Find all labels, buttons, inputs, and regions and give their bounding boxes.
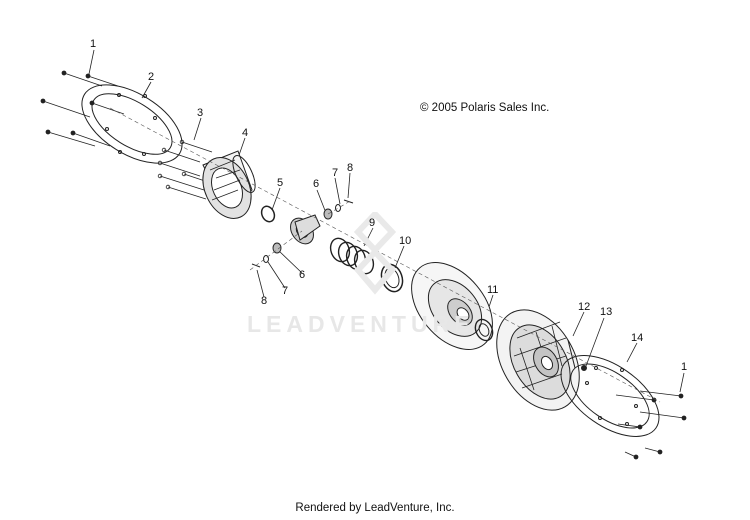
- callout-1-right: 1: [681, 361, 688, 373]
- callout-5: 5: [277, 177, 284, 189]
- copyright-text: © 2005 Polaris Sales Inc.: [420, 102, 550, 114]
- spider-housing: [202, 150, 256, 219]
- lower-roller-washers: [251, 242, 282, 268]
- callout-9: 9: [369, 217, 376, 229]
- spring: [329, 237, 375, 275]
- callout-14: 14: [631, 332, 644, 344]
- right-cover-screws: [615, 390, 687, 460]
- callout-8-lower: 8: [261, 295, 268, 307]
- centerlines: [109, 107, 661, 403]
- callout-7-lower: 7: [282, 285, 289, 297]
- leader-lines: [88, 49, 685, 393]
- callout-8-upper: 8: [347, 162, 354, 174]
- watermark-text: LEADVENTURE: [247, 311, 475, 337]
- right-ring-gasket: [560, 355, 660, 437]
- callout-7-upper: 7: [332, 167, 339, 179]
- washer: [474, 318, 494, 342]
- callout-1-left: 1: [90, 38, 97, 50]
- footer-credit: Rendered by LeadVenture, Inc.: [295, 502, 455, 514]
- callout-11: 11: [487, 284, 499, 296]
- callout-12: 12: [578, 301, 591, 313]
- callout-6-lower: 6: [299, 269, 306, 281]
- stationary-sheave: [496, 309, 580, 411]
- callout-2: 2: [148, 71, 155, 83]
- pin-and-nut: [567, 339, 587, 371]
- o-ring: [260, 205, 276, 223]
- callout-3: 3: [197, 107, 204, 119]
- upper-roller-washers: [323, 199, 354, 220]
- callout-10: 10: [399, 235, 412, 247]
- left-ring-gasket: [81, 84, 183, 164]
- callout-13: 13: [600, 306, 613, 318]
- callout-6-upper: 6: [313, 178, 320, 190]
- bearing-hub: [290, 214, 321, 245]
- moveable-sheave: [411, 262, 493, 350]
- left-cover-screws: [40, 70, 125, 147]
- housing-screws: [157, 139, 213, 200]
- watermark-logo: [353, 212, 397, 295]
- callout-4: 4: [242, 127, 249, 139]
